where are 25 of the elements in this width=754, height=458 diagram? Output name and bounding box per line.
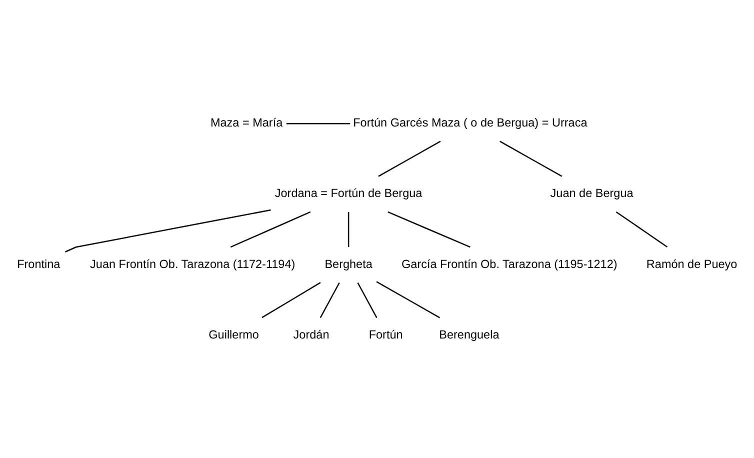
connector [500, 140, 562, 176]
connector [65, 208, 271, 252]
connector [230, 210, 311, 248]
node-text: Berenguela [439, 328, 500, 341]
node-text: Fortún [368, 328, 403, 341]
connector [378, 140, 441, 176]
node-text: Maza = María [210, 116, 283, 130]
node-text: Fortún Garcés Maza ( o de Bergua) = Urraca [353, 116, 588, 130]
connector [357, 282, 378, 318]
connector [286, 122, 350, 124]
connector [388, 210, 470, 248]
node-text: Juan Frontín Ob. Tarazona (1172-1194) [90, 257, 296, 270]
node-text: Bergheta [324, 257, 372, 270]
connector [376, 280, 440, 318]
connector [348, 212, 350, 247]
node-text: Jordán [293, 328, 330, 341]
connector [262, 282, 321, 318]
node-text: Guillermo [208, 328, 259, 341]
node-text: Jordana = Fortún de Bergua [274, 186, 422, 200]
connector [616, 210, 668, 247]
connector [320, 282, 340, 318]
node-text: Juan de Bergua [550, 186, 634, 200]
node-text: Ramón de Pueyo [646, 257, 738, 270]
node-text: García Frontín Ob. Tarazona (1195-1212) [402, 257, 618, 270]
node-text: Frontina [17, 257, 60, 270]
